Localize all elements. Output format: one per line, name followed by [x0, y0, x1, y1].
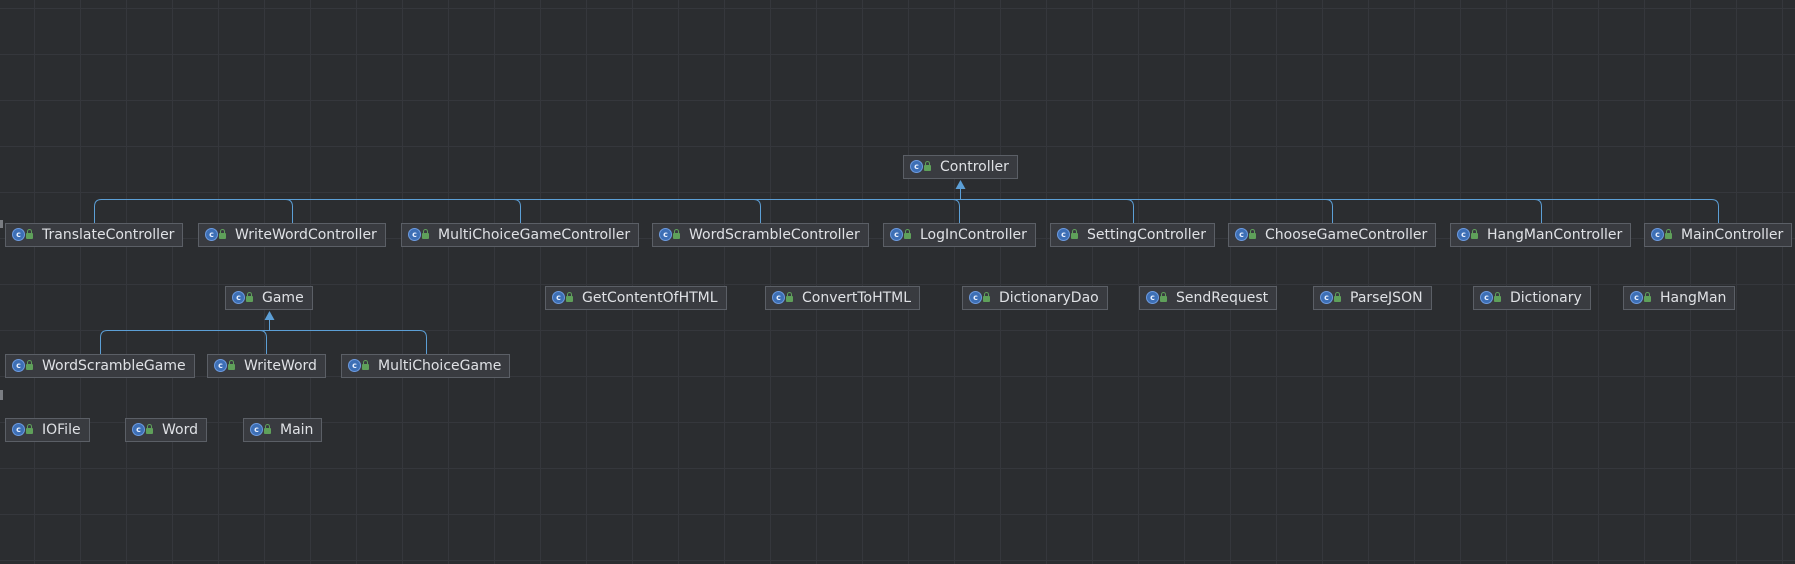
class-icon: c	[12, 228, 34, 242]
class-node-wordscramblecontroller[interactable]: c WordScrambleController	[652, 223, 869, 247]
class-node-wordscramblegame[interactable]: c WordScrambleGame	[5, 354, 195, 378]
class-name: Game	[262, 290, 304, 306]
class-name: HangMan	[1660, 290, 1727, 306]
class-icon: c	[1457, 228, 1479, 242]
class-icon: c	[910, 160, 932, 174]
class-icon: c	[12, 423, 34, 437]
class-node-converttohtml[interactable]: c ConvertToHTML	[765, 286, 921, 310]
inheritance-branch	[259, 330, 267, 354]
class-name: MultiChoiceGame	[378, 358, 502, 374]
class-icon: c	[890, 228, 912, 242]
class-icon: c	[969, 291, 991, 305]
inheritance-arrowhead	[955, 180, 966, 189]
inheritance-branch	[94, 199, 102, 223]
class-name: HangManController	[1487, 227, 1623, 243]
class-icon: c	[1146, 291, 1168, 305]
class-icon: c	[250, 423, 272, 437]
class-icon: c	[1630, 291, 1652, 305]
class-node-translatecontroller[interactable]: c TranslateController	[5, 223, 184, 247]
class-icon: c	[12, 359, 34, 373]
class-name: MainController	[1681, 227, 1784, 243]
class-name: ParseJSON	[1350, 290, 1423, 306]
class-icon: c	[214, 359, 236, 373]
inheritance-branch	[952, 199, 960, 223]
class-name: Main	[280, 422, 314, 438]
left-edge-marker	[0, 220, 3, 228]
class-node-dictionary[interactable]: c Dictionary	[1473, 286, 1591, 310]
class-node-controller[interactable]: c Controller	[903, 155, 1018, 179]
class-icon: c	[408, 228, 430, 242]
class-node-logincontroller[interactable]: c LogInController	[883, 223, 1036, 247]
class-name: SendRequest	[1176, 290, 1269, 306]
class-node-writeword[interactable]: c WriteWord	[207, 354, 326, 378]
class-name: ConvertToHTML	[802, 290, 912, 306]
class-icon: c	[132, 423, 154, 437]
inheritance-branch	[753, 199, 761, 223]
class-icon: c	[659, 228, 681, 242]
class-node-hangmancontroller[interactable]: c HangManController	[1450, 223, 1632, 247]
class-node-writewordcontroller[interactable]: c WriteWordController	[198, 223, 386, 247]
inheritance-branch	[513, 199, 521, 223]
class-name: SettingController	[1087, 227, 1206, 243]
class-name: LogInController	[920, 227, 1027, 243]
class-icon: c	[1480, 291, 1502, 305]
class-node-choosegamecontroller[interactable]: c ChooseGameController	[1228, 223, 1437, 247]
class-name: WordScrambleController	[689, 227, 860, 243]
class-node-maincontroller[interactable]: c MainController	[1644, 223, 1793, 247]
class-icon: c	[348, 359, 370, 373]
inheritance-arrowhead	[264, 311, 275, 320]
inheritance-branch	[419, 330, 427, 354]
class-name: Word	[162, 422, 198, 438]
class-node-word[interactable]: c Word	[125, 418, 207, 442]
class-icon: c	[552, 291, 574, 305]
class-name: GetContentOfHTML	[582, 290, 718, 306]
inheritance-branch	[1126, 199, 1134, 223]
class-name: WordScrambleGame	[42, 358, 186, 374]
class-icon: c	[772, 291, 794, 305]
inheritance-branch	[100, 330, 108, 354]
inheritance-branch	[1325, 199, 1333, 223]
inheritance-branch	[285, 199, 293, 223]
class-name: Controller	[940, 159, 1009, 175]
class-node-sendrequest[interactable]: c SendRequest	[1139, 286, 1278, 310]
class-name: WriteWordController	[235, 227, 377, 243]
class-name: ChooseGameController	[1265, 227, 1428, 243]
class-node-multichoicegame[interactable]: c MultiChoiceGame	[341, 354, 511, 378]
class-node-dictionarydao[interactable]: c DictionaryDao	[962, 286, 1108, 310]
class-name: IOFile	[42, 422, 81, 438]
class-name: MultiChoiceGameController	[438, 227, 631, 243]
class-icon: c	[205, 228, 227, 242]
class-icon: c	[1057, 228, 1079, 242]
class-node-iofile[interactable]: c IOFile	[5, 418, 90, 442]
inheritance-branch	[1711, 199, 1719, 223]
class-name: TranslateController	[42, 227, 175, 243]
class-icon: c	[1320, 291, 1342, 305]
class-node-multichoicegamecontroller[interactable]: c MultiChoiceGameController	[401, 223, 640, 247]
class-node-getcontentofhtml[interactable]: c GetContentOfHTML	[545, 286, 727, 310]
class-name: Dictionary	[1510, 290, 1582, 306]
class-icon: c	[1651, 228, 1673, 242]
class-icon: c	[232, 291, 254, 305]
class-node-settingcontroller[interactable]: c SettingController	[1050, 223, 1215, 247]
class-name: DictionaryDao	[999, 290, 1099, 306]
class-node-hangman[interactable]: c HangMan	[1623, 286, 1736, 310]
inheritance-branch	[1534, 199, 1542, 223]
class-node-main[interactable]: c Main	[243, 418, 323, 442]
left-edge-marker	[0, 390, 3, 400]
class-node-parsejson[interactable]: c ParseJSON	[1313, 286, 1432, 310]
class-node-game[interactable]: c Game	[225, 286, 313, 310]
class-name: WriteWord	[244, 358, 317, 374]
class-icon: c	[1235, 228, 1257, 242]
